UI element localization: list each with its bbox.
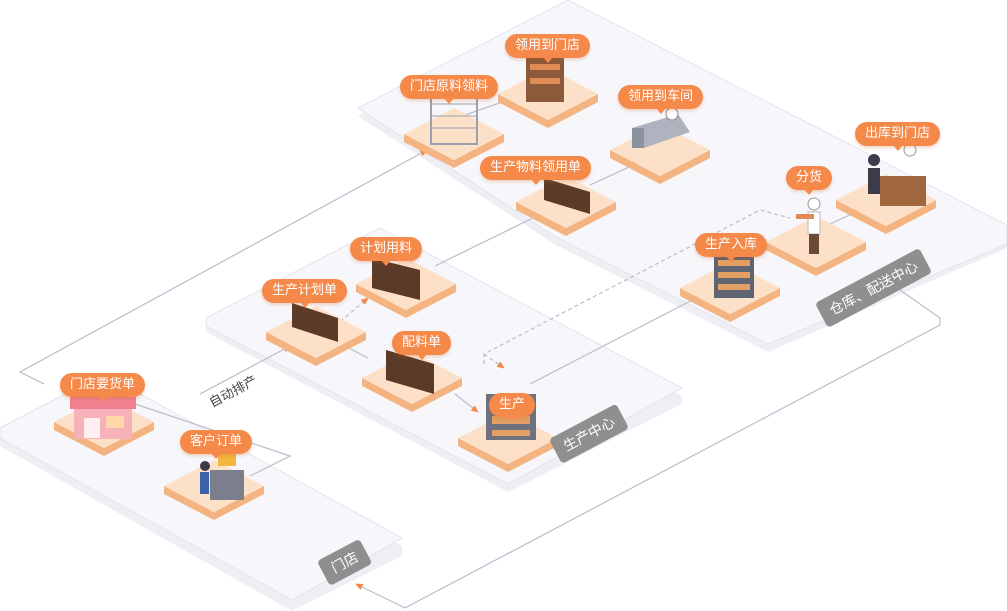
node-production-plan[interactable]: 生产计划单 <box>262 279 348 308</box>
node-batching[interactable]: 配料单 <box>392 331 452 360</box>
tile-side-plan-materials <box>356 284 456 318</box>
node-store-raw-requisition[interactable]: 门店原料领料 <box>400 75 499 104</box>
tile-side-production <box>458 438 558 472</box>
store-illustration <box>70 397 136 439</box>
node-customer-order[interactable]: 客户订单 <box>180 430 253 459</box>
node-production-warehousing[interactable]: 生产入库 <box>695 233 768 262</box>
order-terminal-illustration <box>200 452 244 500</box>
counter-illustration <box>868 143 926 206</box>
shelf-illustration <box>526 58 564 102</box>
connectors <box>18 95 941 609</box>
tile-side-requisition-to-workshop <box>610 150 710 184</box>
worker-illustration <box>796 197 821 254</box>
workshop-illustration <box>632 107 690 148</box>
node-store-request[interactable]: 门店要货单 <box>60 373 146 402</box>
node-requisition-to-workshop[interactable]: 领用到车间 <box>618 85 704 114</box>
rack-illustration <box>430 91 754 298</box>
node-production[interactable]: 生产 <box>489 393 536 422</box>
node-requisition-to-store[interactable]: 领用到门店 <box>505 34 591 63</box>
tile-side-customer-order <box>164 486 264 520</box>
tile-store-raw-requisition <box>404 108 504 160</box>
node-outbound-to-store[interactable]: 出库到门店 <box>855 122 941 151</box>
tile-side-batching <box>362 378 462 412</box>
tile-side-production-warehousing <box>680 288 780 322</box>
tile-side-distribution <box>766 242 866 276</box>
tile-side-requisition-to-store <box>498 94 598 128</box>
tile-side-store-raw-requisition <box>404 134 504 168</box>
plan-board-illustration <box>292 178 590 394</box>
tile-side-outbound-to-store <box>836 200 936 234</box>
tile-side-production-plan <box>266 332 366 366</box>
node-distribution[interactable]: 分货 <box>786 166 833 195</box>
node-production-material-requisition[interactable]: 生产物料领用单 <box>480 156 592 185</box>
node-plan-materials[interactable]: 计划用料 <box>350 237 423 266</box>
tile-side-production-material-requisition <box>516 202 616 236</box>
